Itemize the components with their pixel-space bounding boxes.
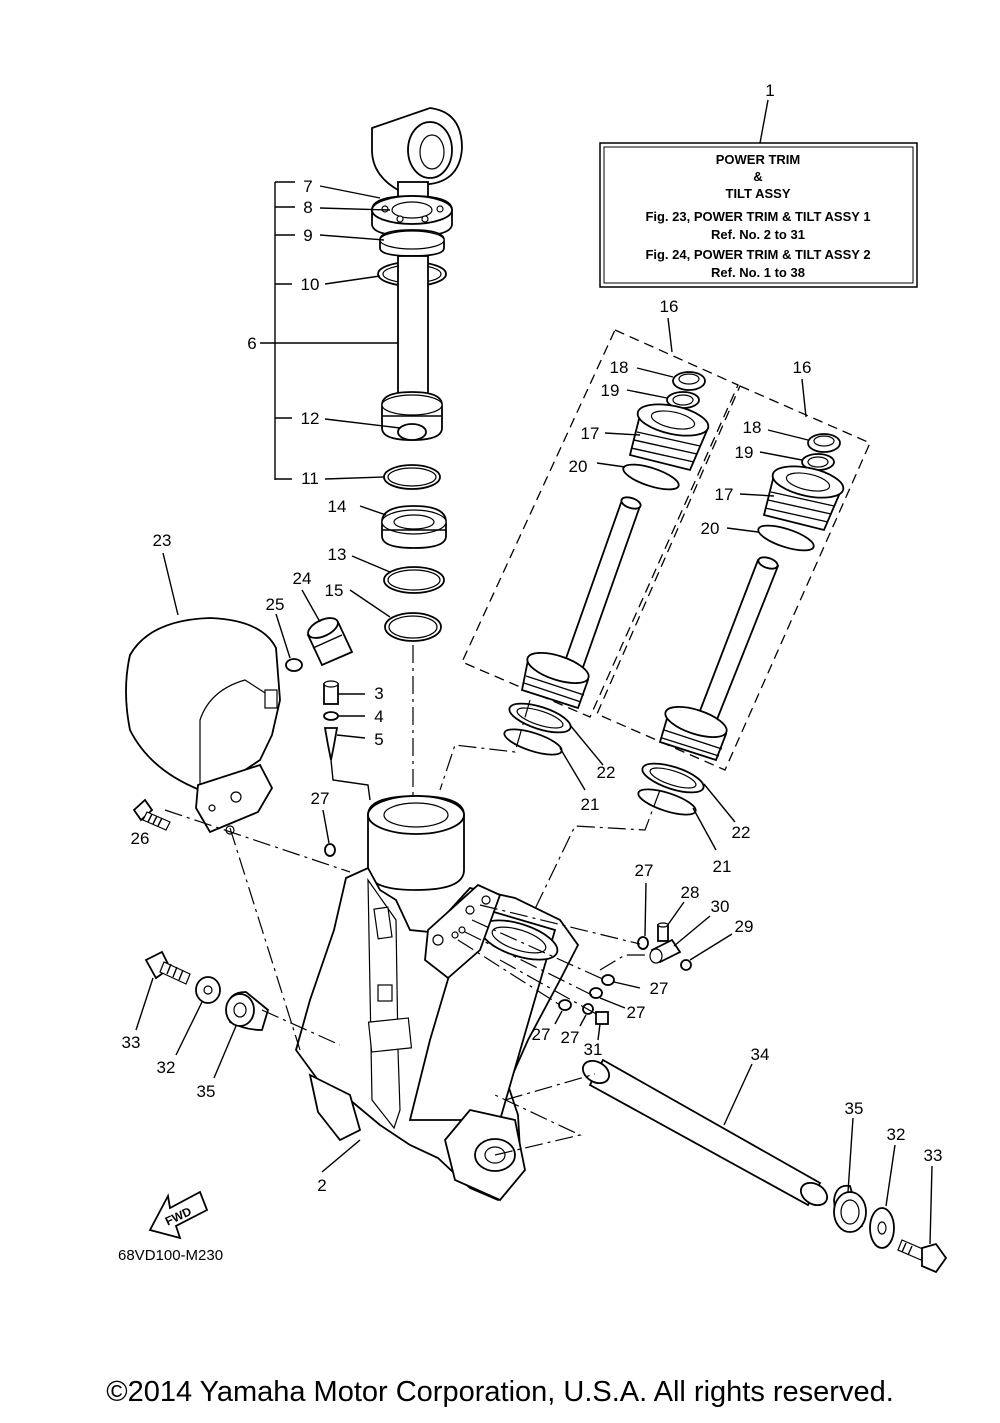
label-7: 7 bbox=[303, 177, 312, 196]
label-16-b: 16 bbox=[793, 358, 812, 377]
label-27-a: 27 bbox=[311, 789, 330, 808]
label-9: 9 bbox=[303, 226, 312, 245]
label-4: 4 bbox=[374, 707, 383, 726]
label-17-a: 17 bbox=[581, 424, 600, 443]
tilt-cylinder-assembly bbox=[371, 107, 463, 490]
small-parts bbox=[275, 589, 371, 801]
left-pivot-hardware bbox=[135, 950, 341, 1079]
label-25: 25 bbox=[266, 595, 285, 614]
title-line-4: Fig. 23, POWER TRIM & TILT ASSY 1 bbox=[645, 209, 870, 224]
label-8: 8 bbox=[303, 198, 312, 217]
title-line-5: Ref. No. 2 to 31 bbox=[711, 227, 805, 242]
label-33-b: 33 bbox=[924, 1146, 943, 1165]
reservoir-23 bbox=[125, 552, 281, 835]
label-5: 5 bbox=[374, 730, 383, 749]
label-18-a: 18 bbox=[610, 358, 629, 377]
gaskets-22-21 bbox=[439, 699, 736, 941]
label-22-b: 22 bbox=[732, 823, 751, 842]
title-line-2: & bbox=[753, 169, 762, 184]
cylinder-seals bbox=[349, 505, 447, 800]
label-32-b: 32 bbox=[887, 1125, 906, 1144]
label-10: 10 bbox=[301, 275, 320, 294]
label-27-b: 27 bbox=[635, 861, 654, 880]
label-21-b: 21 bbox=[713, 857, 732, 876]
label-32-a: 32 bbox=[157, 1058, 176, 1077]
label-26: 26 bbox=[131, 829, 150, 848]
label-17-b: 17 bbox=[715, 485, 734, 504]
title-line-3: TILT ASSY bbox=[726, 186, 791, 201]
diagram-code: 68VD100-M230 bbox=[118, 1247, 223, 1264]
pivot-shaft-34 bbox=[504, 1058, 948, 1274]
trim-cylinder-left bbox=[461, 317, 739, 718]
label-30: 30 bbox=[711, 897, 730, 916]
label-28: 28 bbox=[681, 883, 700, 902]
label-27-c: 27 bbox=[650, 979, 669, 998]
label-14: 14 bbox=[328, 497, 347, 516]
label-24: 24 bbox=[293, 569, 312, 588]
label-11: 11 bbox=[301, 469, 319, 488]
label-29: 29 bbox=[735, 917, 754, 936]
label-34: 34 bbox=[751, 1045, 770, 1064]
label-19-a: 19 bbox=[601, 381, 620, 400]
trim-cylinder-right bbox=[596, 378, 871, 771]
label-23: 23 bbox=[153, 531, 172, 550]
label-12: 12 bbox=[301, 409, 320, 428]
label-35-b: 35 bbox=[845, 1099, 864, 1118]
label-22-a: 22 bbox=[597, 763, 616, 782]
label-13: 13 bbox=[328, 545, 347, 564]
label-1: 1 bbox=[765, 81, 774, 100]
title-box: 1 POWER TRIM & TILT ASSY Fig. 23, POWER … bbox=[599, 81, 918, 288]
label-35-a: 35 bbox=[197, 1082, 216, 1101]
title-line-7: Ref. No. 1 to 38 bbox=[711, 265, 805, 280]
label-21-a: 21 bbox=[581, 795, 600, 814]
label-3: 3 bbox=[374, 684, 383, 703]
label-27-f: 27 bbox=[561, 1028, 580, 1047]
label-2: 2 bbox=[317, 1176, 326, 1195]
label-20-b: 20 bbox=[701, 519, 720, 538]
label-6: 6 bbox=[247, 334, 256, 353]
label-16-a: 16 bbox=[660, 297, 679, 316]
label-27-e: 27 bbox=[532, 1025, 551, 1044]
label-20-a: 20 bbox=[569, 457, 588, 476]
o-rings-27 bbox=[322, 809, 733, 1041]
label-19-b: 19 bbox=[735, 443, 754, 462]
label-33-a: 33 bbox=[122, 1033, 141, 1052]
label-31: 31 bbox=[584, 1040, 603, 1059]
fwd-arrow: FWD bbox=[148, 1190, 209, 1240]
bolt-26 bbox=[132, 798, 171, 831]
main-bracket-2 bbox=[164, 795, 582, 1202]
title-line-1: POWER TRIM bbox=[716, 152, 801, 167]
copyright-notice: ©2014 Yamaha Motor Corporation, U.S.A. A… bbox=[106, 1376, 894, 1408]
title-line-6: Fig. 24, POWER TRIM & TILT ASSY 2 bbox=[645, 247, 870, 262]
label-15: 15 bbox=[325, 581, 344, 600]
label-18-b: 18 bbox=[743, 418, 762, 437]
part-labels: 7 8 9 10 6 12 11 14 13 15 23 24 25 3 4 5… bbox=[122, 177, 943, 1195]
group-bracket-6 bbox=[260, 181, 401, 480]
label-27-d: 27 bbox=[627, 1003, 646, 1022]
